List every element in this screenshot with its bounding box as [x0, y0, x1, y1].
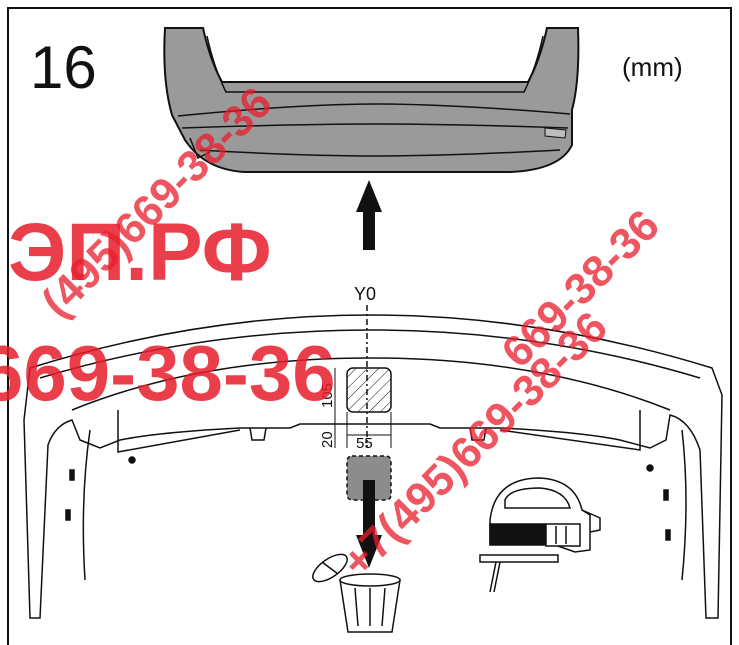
step-number: 16	[30, 34, 97, 101]
watermark-site: ЭП.РФ	[8, 207, 272, 298]
frame-border	[7, 7, 732, 645]
bumper-top-view	[163, 27, 580, 173]
bumper-bottom-view	[23, 314, 723, 619]
trash-bin-icon	[312, 553, 401, 633]
cutout-offset-label: 20	[319, 431, 336, 448]
units-label: (mm)	[622, 52, 683, 82]
down-arrow-icon	[356, 480, 382, 568]
axis-label: Y0	[354, 284, 376, 304]
cutout-area	[334, 367, 392, 448]
cutout-height-label: 105	[319, 383, 336, 408]
up-arrow-icon	[356, 180, 382, 250]
cutout-width-label: 55	[356, 435, 373, 452]
jigsaw-icon	[479, 477, 601, 593]
watermark-phone: 669-38-36	[0, 329, 336, 417]
